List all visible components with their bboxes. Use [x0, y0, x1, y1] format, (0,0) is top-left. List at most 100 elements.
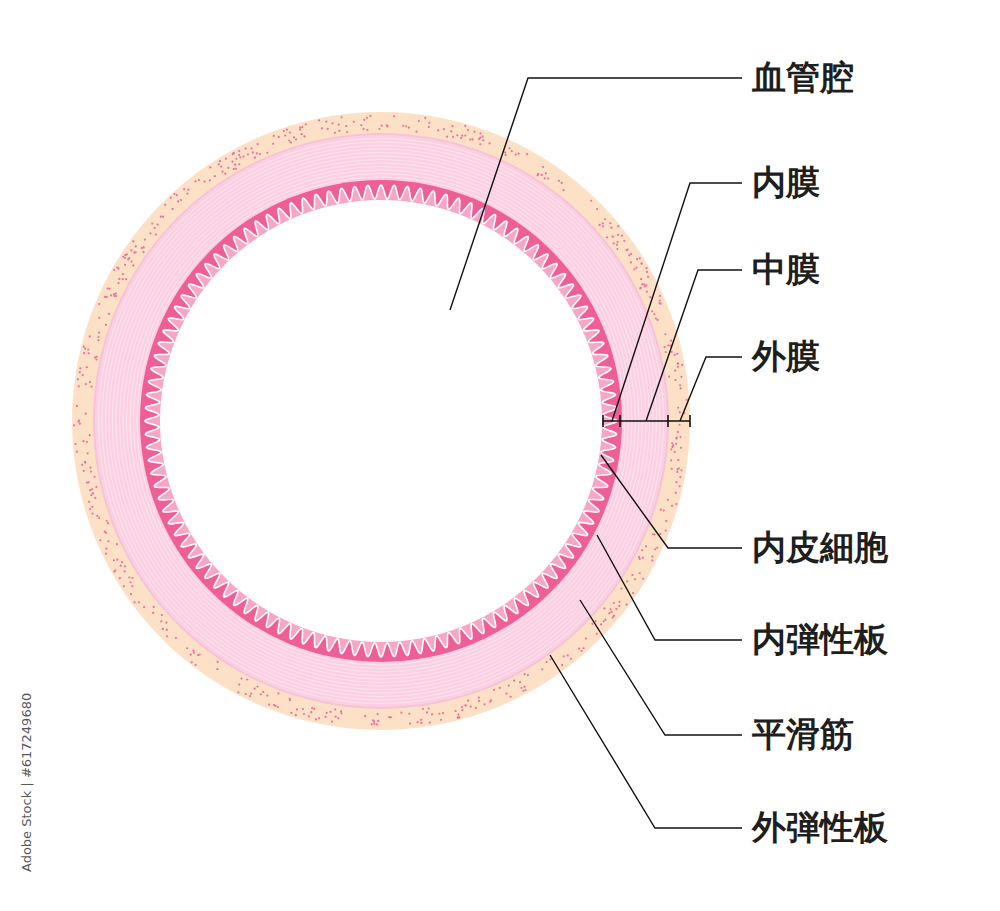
adventitia-dot	[199, 654, 201, 656]
adventitia-dot	[124, 264, 126, 266]
adventitia-dot	[86, 441, 88, 443]
adventitia-dot	[315, 718, 317, 720]
adventitia-dot	[289, 699, 291, 701]
adventitia-dot	[274, 705, 276, 707]
adventitia-dot	[621, 234, 623, 236]
adventitia-dot	[155, 233, 157, 235]
adventitia-dot	[89, 434, 91, 436]
adventitia-dot	[544, 177, 546, 179]
adventitia-dot	[121, 561, 123, 563]
adventitia-dot	[90, 386, 92, 388]
adventitia-dot	[233, 168, 235, 170]
adventitia-dot	[83, 352, 85, 354]
watermark: Adobe Stock | #617249680	[20, 693, 33, 872]
adventitia-dot	[617, 225, 619, 227]
adventitia-dot	[245, 693, 247, 695]
adventitia-dot	[670, 448, 672, 450]
adventitia-dot	[655, 317, 657, 319]
external-elastic-lamina	[93, 133, 669, 709]
adventitia-dot	[386, 124, 388, 126]
part-label: 血管腔	[752, 59, 854, 96]
adventitia-dot	[105, 532, 107, 534]
adventitia-dot	[610, 227, 612, 229]
adventitia-dot	[284, 135, 286, 137]
adventitia-dot	[636, 258, 638, 260]
adventitia-dot	[170, 197, 172, 199]
adventitia-dot	[602, 222, 604, 224]
adventitia-dot	[232, 152, 234, 154]
adventitia-dot	[479, 143, 481, 145]
adventitia-dot	[665, 351, 667, 353]
adventitia-dot	[124, 257, 126, 259]
adventitia-dot	[618, 605, 620, 607]
adventitia-dot	[616, 248, 618, 250]
adventitia-dot	[301, 126, 303, 128]
adventitia-dot	[458, 716, 460, 718]
adventitia-dot	[89, 335, 91, 337]
adventitia-dot	[290, 712, 292, 714]
adventitia-dot	[493, 689, 495, 691]
adventitia-dot	[675, 481, 677, 483]
adventitia-dot	[452, 136, 454, 138]
adventitia-dot	[360, 124, 362, 126]
part-label: 内膜	[752, 164, 820, 201]
adventitia-dot	[671, 505, 673, 507]
adventitia-dot	[160, 216, 162, 218]
adventitia-dot	[680, 387, 682, 389]
adventitia-dot	[301, 133, 303, 135]
adventitia-dot	[246, 678, 248, 680]
smooth-muscle-line	[123, 163, 639, 679]
adventitia-dot	[218, 163, 220, 165]
adventitia-dot	[84, 462, 86, 464]
adventitia-dot	[461, 706, 463, 708]
adventitia-dot	[639, 572, 641, 574]
smooth-muscle-line	[102, 142, 660, 700]
adventitia-dot	[611, 611, 613, 613]
adventitia-dot	[613, 602, 615, 604]
adventitia-dot	[671, 446, 673, 448]
adventitia-dot	[278, 136, 280, 138]
adventitia-dot	[482, 136, 484, 138]
adventitia-dot	[464, 134, 466, 136]
adventitia-dot	[78, 385, 80, 387]
adventitia-dot	[173, 193, 175, 195]
adventitia-dot	[679, 384, 681, 386]
adventitia-dot	[277, 706, 279, 708]
adventitia-dot	[73, 424, 75, 426]
adventitia-dot	[153, 606, 155, 608]
adventitia-dot	[671, 351, 673, 353]
adventitia-dot	[330, 711, 332, 713]
adventitia-dot	[303, 135, 305, 137]
adventitia-dot	[86, 366, 88, 368]
adventitia-dot	[209, 179, 211, 181]
adventitia-dot	[437, 129, 439, 131]
adventitia-dot	[149, 232, 151, 234]
adventitia-dot	[499, 687, 501, 689]
adventitia-dot	[665, 520, 667, 522]
adventitia-dot	[381, 124, 383, 126]
adventitia-dot	[198, 179, 200, 181]
adventitia-dot	[602, 225, 604, 227]
adventitia-dot	[175, 637, 177, 639]
adventitia-dot	[604, 218, 606, 220]
adventitia-dot	[418, 120, 420, 122]
adventitia-dot	[402, 125, 404, 127]
adventitia-dot	[130, 249, 132, 251]
adventitia-dot	[180, 199, 182, 201]
adventitia-dot	[89, 466, 91, 468]
adventitia-dot	[678, 424, 680, 426]
smooth-muscle-line	[99, 139, 664, 704]
bracket-line	[603, 420, 690, 422]
adventitia-dot	[186, 647, 188, 649]
part-label: 外弾性板	[752, 809, 888, 846]
adventitia-dot	[654, 548, 656, 550]
adventitia-dot	[600, 623, 602, 625]
adventitia-dot	[508, 147, 510, 149]
adventitia-dot	[186, 192, 188, 194]
adventitia-dot	[338, 130, 340, 132]
adventitia-dot	[679, 411, 681, 413]
adventitia-dot	[337, 717, 339, 719]
adventitia-dot	[231, 160, 233, 162]
bracket-tick	[689, 415, 691, 427]
leader-line	[601, 455, 742, 548]
